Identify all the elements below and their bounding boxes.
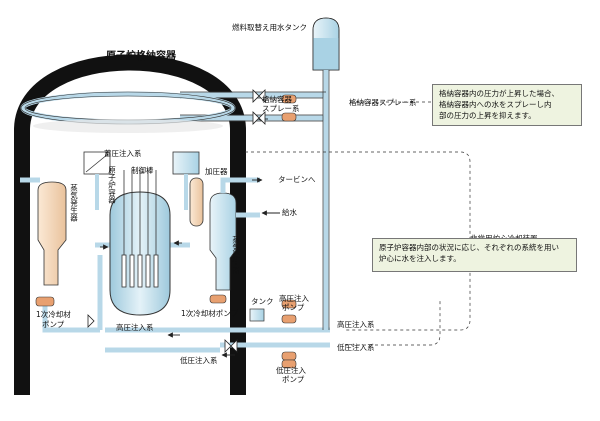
steam-generator-left-label: 蒸気発生器 — [69, 184, 79, 222]
eccs-note-box: 原子炉容器内部の状況に応じ、それぞれの系統を用い 炉心に水を注入します。 — [372, 238, 577, 272]
valves — [87, 89, 266, 353]
lp-pump-label-2: ポンプ — [282, 375, 305, 384]
spray-note-line-3: 部の圧力の上昇を抑えます。 — [439, 110, 536, 120]
callout-lines — [245, 101, 471, 346]
eccs-note-line-1: 原子炉容器内部の状況に応じ、それぞれの系統を用い — [379, 243, 559, 252]
spray-pump-label-1: 格納容器 — [262, 95, 292, 104]
spray-pump-label-2: スプレー系 — [262, 104, 300, 113]
hp-pump-label-2: ポンプ — [282, 303, 305, 312]
turbine-label: タービンへ — [278, 175, 316, 184]
spray-system-label: 格納容器スプレー系 — [349, 98, 417, 107]
pump-left-label-1: 1次冷却材 — [36, 310, 71, 319]
control-rod-label: 制御棒 — [131, 166, 154, 175]
lp-pump-label-1: 低圧注入 — [276, 366, 306, 375]
pressurizer-label: 加圧器 — [205, 167, 228, 176]
spray-note-line-2: 格納容器内への水をスプレーし内 — [439, 99, 552, 109]
containment-title: 原子炉格納容器 — [106, 51, 176, 62]
tank-label: タンク — [251, 297, 274, 306]
steam-generator-right — [209, 177, 260, 291]
accumulator-label: 蓄圧注入系 — [104, 149, 142, 158]
lp-injection-label: 低圧注入系 — [337, 343, 375, 352]
spray-note-line-1: 格納容器内の圧力が上昇した場合、 — [439, 89, 559, 98]
small-tank — [249, 308, 265, 322]
eccs-note-line-2: 炉心に水を注入します。 — [379, 253, 461, 263]
pump-center-label: 1次冷却材ポンプ — [181, 309, 239, 318]
hp-injection-label: 高圧注入系 — [337, 320, 375, 329]
reactor-vessel-label: 原子炉容器 — [107, 166, 117, 204]
hp-injection-inner-label: 高圧注入系 — [116, 323, 154, 332]
spray-note-box: 格納容器内の圧力が上昇した場合、 格納容器内への水をスプレーし内 部の圧力の上昇… — [432, 84, 582, 126]
reactor-vessel — [109, 170, 171, 316]
steam-generator-left — [20, 177, 67, 286]
pump-left-label-2: ポンプ — [42, 320, 65, 329]
steam-generator-right-label: 蒸気発生器 — [231, 236, 241, 274]
pumps — [35, 94, 297, 369]
spray-mist — [33, 119, 223, 133]
lp-injection-inner-label: 低圧注入系 — [180, 356, 218, 365]
accumulator-tank — [83, 151, 111, 210]
hp-pump-label-1: 高圧注入 — [279, 294, 309, 303]
fuel-water-tank-label: 燃料取替え用水タンク — [232, 23, 307, 32]
fuel-water-tank — [312, 17, 340, 71]
pressurizer-tank — [172, 151, 200, 210]
pressurizer — [189, 177, 204, 227]
feedwater-label: 給水 — [282, 208, 297, 217]
